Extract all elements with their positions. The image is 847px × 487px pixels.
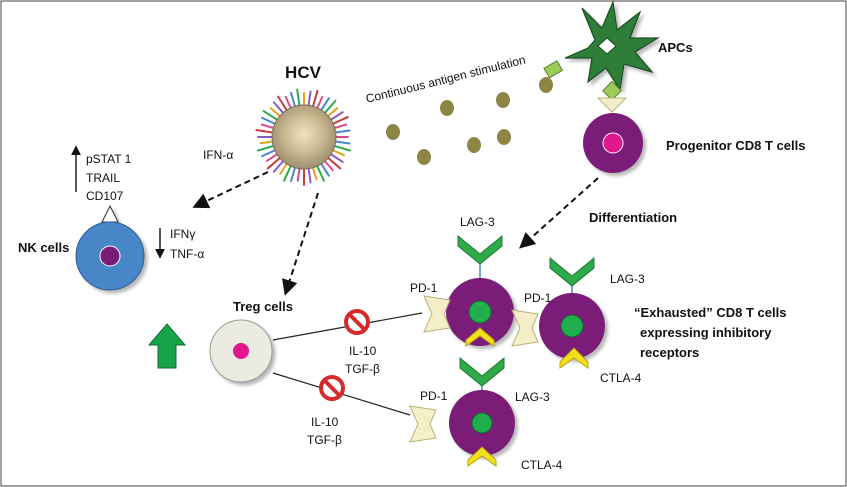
inhibition-icon	[319, 375, 345, 401]
exhausted-label-line2: expressing inhibitory	[640, 325, 772, 340]
il10-label-upper: IL-10	[349, 344, 377, 358]
ctla4-receptor-icon	[465, 327, 495, 347]
nk-down-item-tnfa: TNF-α	[170, 247, 204, 261]
lag3-receptor-icon	[549, 256, 595, 287]
pd1-receptor-icon	[423, 295, 451, 333]
differentiation-arrow	[519, 177, 599, 249]
pd1-receptor-icon	[511, 309, 539, 347]
differentiation-label: Differentiation	[589, 210, 677, 225]
progenitor-label: Progenitor CD8 T cells	[666, 138, 805, 153]
lag3-receptor-icon	[457, 234, 503, 265]
treg-cell	[209, 319, 273, 383]
exhausted-label-line1: “Exhausted” CD8 T cells	[634, 305, 786, 320]
pd1-receptor-icon	[409, 405, 437, 443]
ifn-alpha-arrow	[192, 171, 269, 209]
nk-down-item-ifng: IFNγ	[170, 227, 195, 241]
tgfb-label-lower: TGF-β	[307, 433, 342, 447]
hcv-to-treg-arrow	[282, 192, 319, 296]
ctla4-receptor-icon	[559, 347, 589, 369]
exhausted-cd8-cell	[423, 234, 514, 347]
treg-label: Treg cells	[233, 299, 293, 314]
ifn-alpha-label: IFN-α	[203, 148, 233, 162]
lag3-label-cell2: LAG-3	[610, 272, 645, 286]
il10-label-lower: IL-10	[311, 415, 339, 429]
nk-up-item-trail: TRAIL	[86, 171, 120, 185]
nk-up-item-pstat1: pSTAT 1	[86, 152, 132, 166]
lag3-receptor-icon	[459, 356, 505, 387]
treg-increase-arrow-icon	[147, 323, 187, 369]
lag3-label-cell3: LAG-3	[515, 390, 550, 404]
exhausted-label-line3: receptors	[640, 345, 699, 360]
lag3-label-cell1: LAG-3	[460, 215, 495, 229]
ctla4-label-cell2: CTLA-4	[600, 371, 642, 385]
exhausted-cd8-cell	[511, 256, 605, 369]
pd1-label-cell2: PD-1	[524, 291, 552, 305]
apc-cell-icon	[564, 0, 661, 92]
progenitor-cd8-cell	[583, 113, 643, 173]
ctla4-label-cell3: CTLA-4	[521, 458, 563, 472]
ctla4-receptor-icon	[467, 446, 497, 467]
tgfb-label-upper: TGF-β	[345, 362, 380, 376]
mhc-antigen-complex	[543, 60, 628, 113]
nk-cell	[75, 204, 145, 291]
exhausted-cd8-cell	[409, 356, 515, 467]
hcv-title: HCV	[285, 63, 322, 82]
nk-up-item-cd107: CD107	[86, 189, 124, 203]
inhibition-icon	[344, 309, 370, 335]
pd1-label-cell1: PD-1	[410, 281, 438, 295]
nk-cells-label: NK cells	[18, 240, 69, 255]
hcv-virus-icon	[255, 88, 352, 186]
pd1-label-cell3: PD-1	[420, 389, 448, 403]
antigen-particles	[386, 77, 553, 165]
apcs-label: APCs	[658, 40, 693, 55]
